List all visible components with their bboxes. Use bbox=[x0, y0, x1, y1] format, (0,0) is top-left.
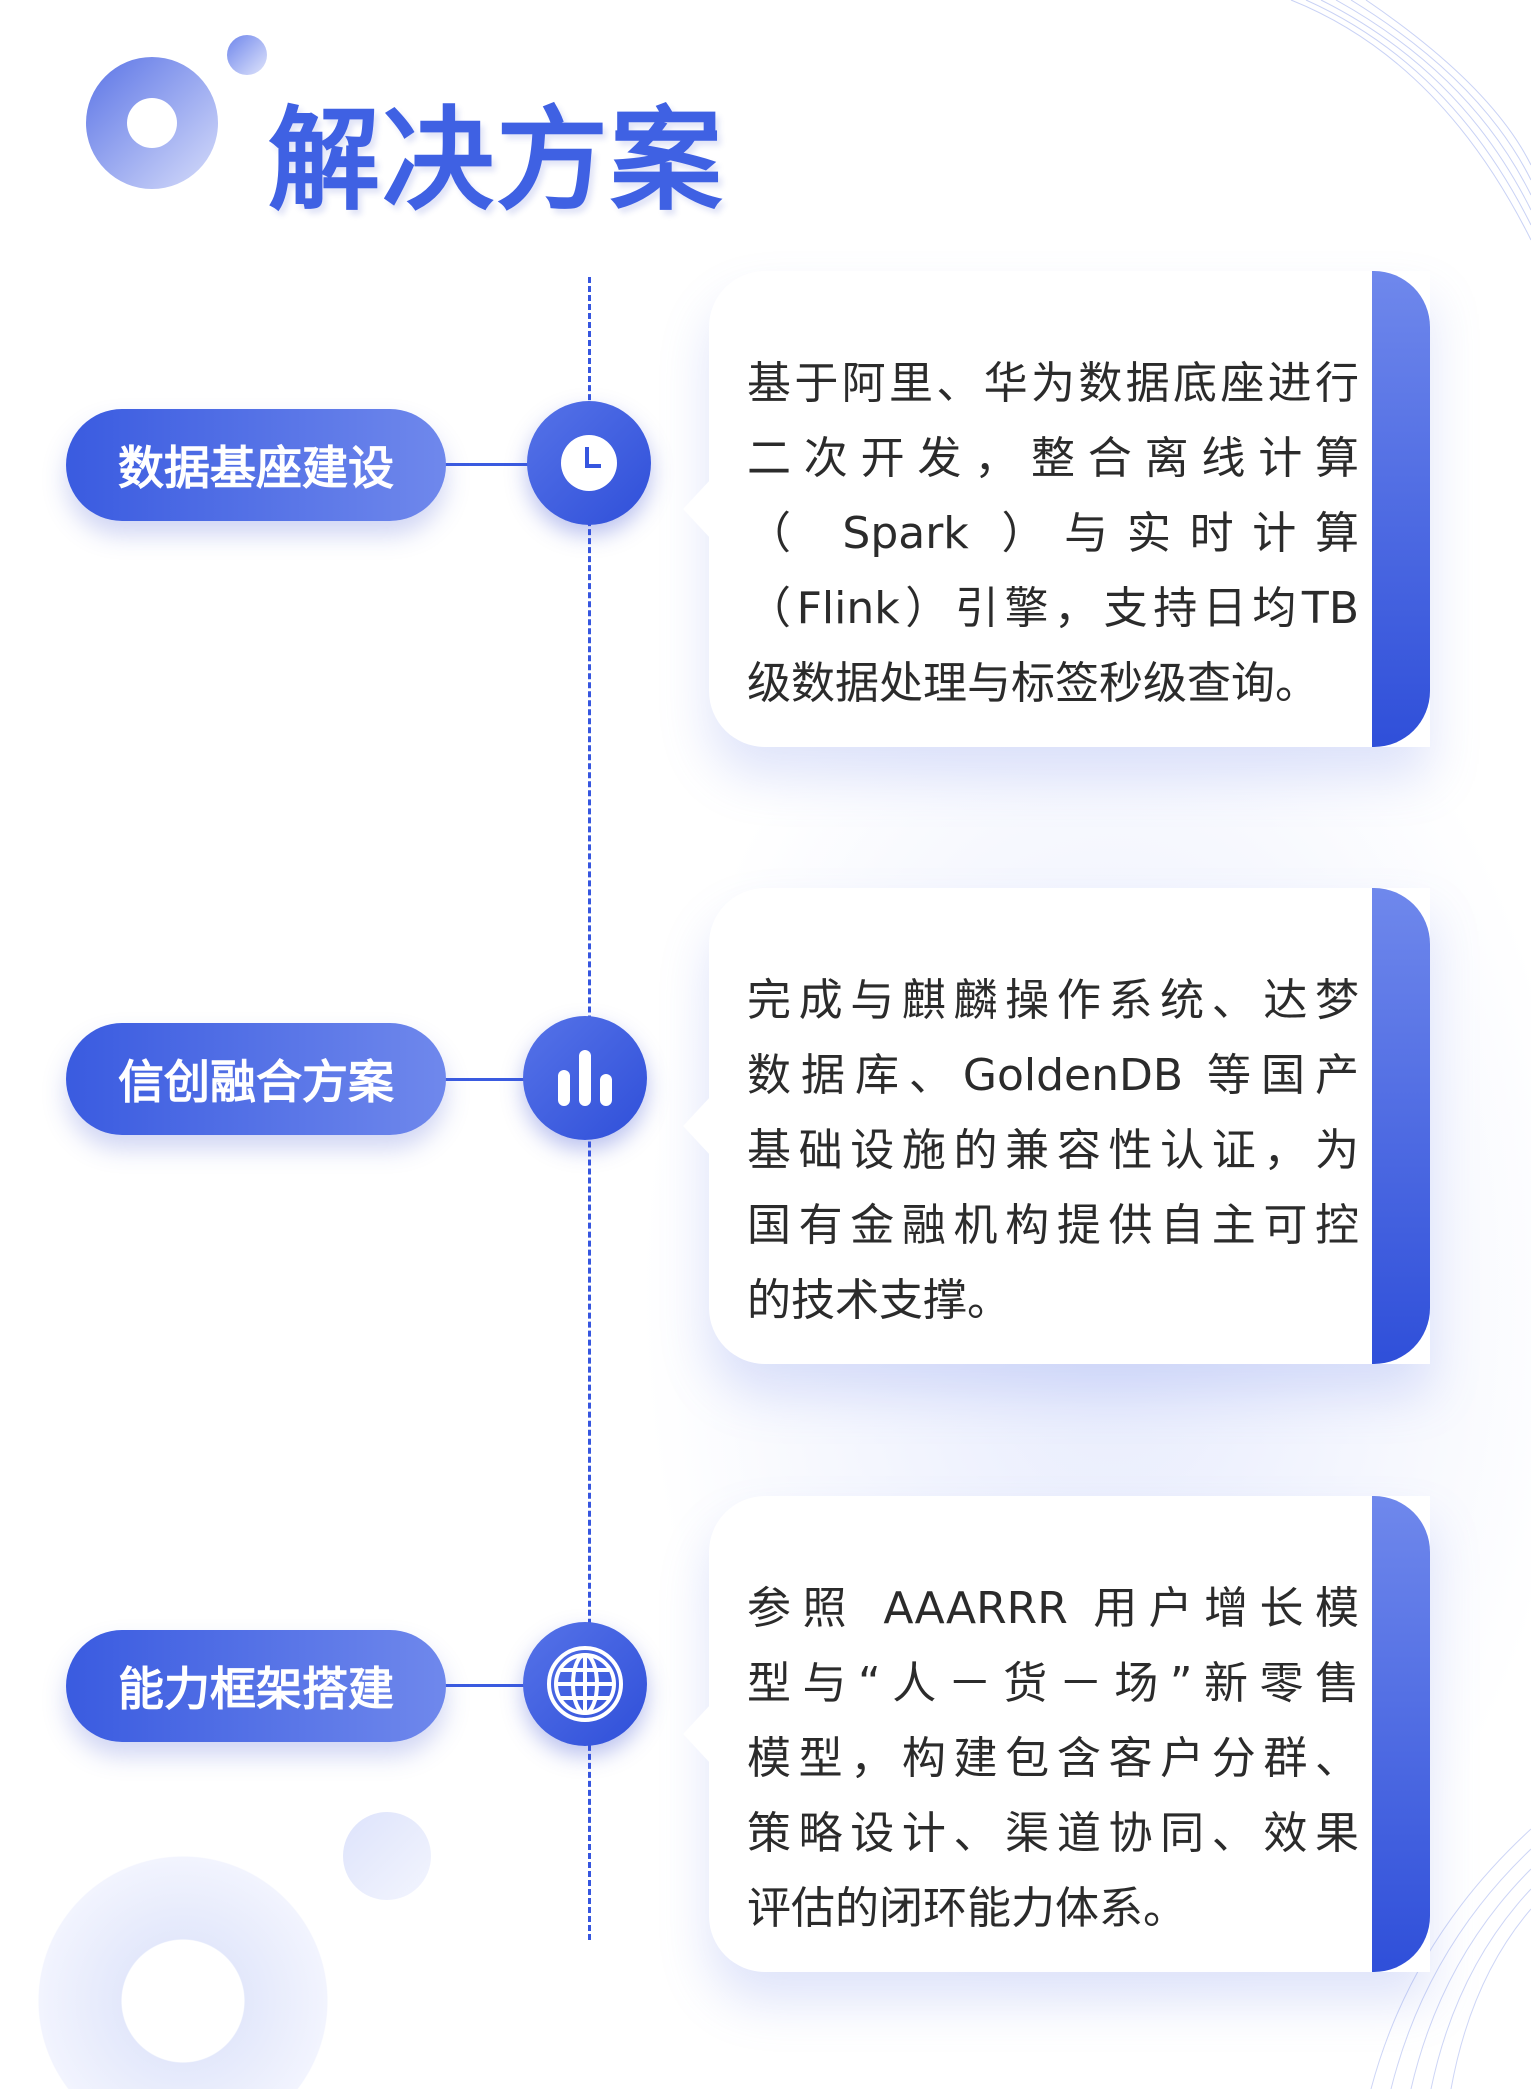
decorative-arcs-bottom bbox=[1370, 1828, 1531, 2089]
card-accent-strip bbox=[1372, 1496, 1430, 1972]
section-label-data-foundation: 数据基座建设 bbox=[66, 409, 446, 521]
section-label-xinchuang: 信创融合方案 bbox=[66, 1023, 446, 1135]
timeline-node bbox=[523, 1016, 647, 1140]
connector-line bbox=[440, 1078, 540, 1081]
card-text-line: 数据库、GoldenDB 等国产 bbox=[747, 1050, 1359, 1101]
card-text-line: 参照 AAARRR 用户增长模 bbox=[747, 1583, 1359, 1634]
card-text-line: 基础设施的兼容性认证，为 bbox=[747, 1125, 1359, 1176]
card-pointer bbox=[683, 479, 711, 539]
card-text-line: 二次开发，整合离线计算 bbox=[747, 433, 1359, 484]
bottom-dot-decoration bbox=[343, 1812, 431, 1900]
decorative-arcs bbox=[1290, 0, 1531, 241]
card-text-line: 级数据处理与标签秒级查询。 bbox=[747, 658, 1319, 709]
bottom-ring-decoration bbox=[38, 1856, 328, 2089]
card-text-line: 策略设计、渠道协同、效果 bbox=[747, 1808, 1359, 1859]
card-text-line: 的技术支撑。 bbox=[747, 1275, 1011, 1326]
card-pointer bbox=[683, 1704, 711, 1764]
description-card: 参照 AAARRR 用户增长模 型与“人－货－场”新零售 模型，构建包含客户分群… bbox=[683, 1496, 1430, 1972]
card-pointer bbox=[683, 1096, 711, 1156]
card-accent-strip bbox=[1372, 888, 1430, 1364]
card-text-line: 模型，构建包含客户分群、 bbox=[747, 1733, 1359, 1784]
connector-line bbox=[440, 463, 540, 466]
timeline-node bbox=[523, 1622, 647, 1746]
card-accent-strip bbox=[1372, 271, 1430, 747]
card-text-line: （ Spark ）与实时计算 bbox=[747, 508, 1359, 559]
card-text-line: （Flink）引擎，支持日均TB bbox=[747, 583, 1359, 634]
description-card: 基于阿里、华为数据底座进行 二次开发，整合离线计算 （ Spark ）与实时计算… bbox=[683, 271, 1430, 747]
timeline-node bbox=[527, 401, 651, 525]
card-text-line: 型与“人－货－场”新零售 bbox=[747, 1658, 1359, 1709]
card-text-line: 基于阿里、华为数据底座进行 bbox=[747, 358, 1359, 409]
page-title: 解决方案 bbox=[268, 96, 724, 226]
title-ring-decoration bbox=[86, 57, 218, 189]
clock-icon bbox=[561, 435, 617, 491]
card-text-line: 评估的闭环能力体系。 bbox=[747, 1883, 1187, 1934]
section-label-capability-framework: 能力框架搭建 bbox=[66, 1630, 446, 1742]
bar-chart-icon bbox=[558, 1050, 612, 1106]
title-dot-decoration bbox=[227, 35, 267, 75]
card-text-line: 国有金融机构提供自主可控 bbox=[747, 1200, 1359, 1251]
description-card: 完成与麒麟操作系统、达梦 数据库、GoldenDB 等国产 基础设施的兼容性认证… bbox=[683, 888, 1430, 1364]
connector-line bbox=[440, 1684, 540, 1687]
globe-icon bbox=[547, 1646, 623, 1722]
card-text-line: 完成与麒麟操作系统、达梦 bbox=[747, 975, 1359, 1026]
